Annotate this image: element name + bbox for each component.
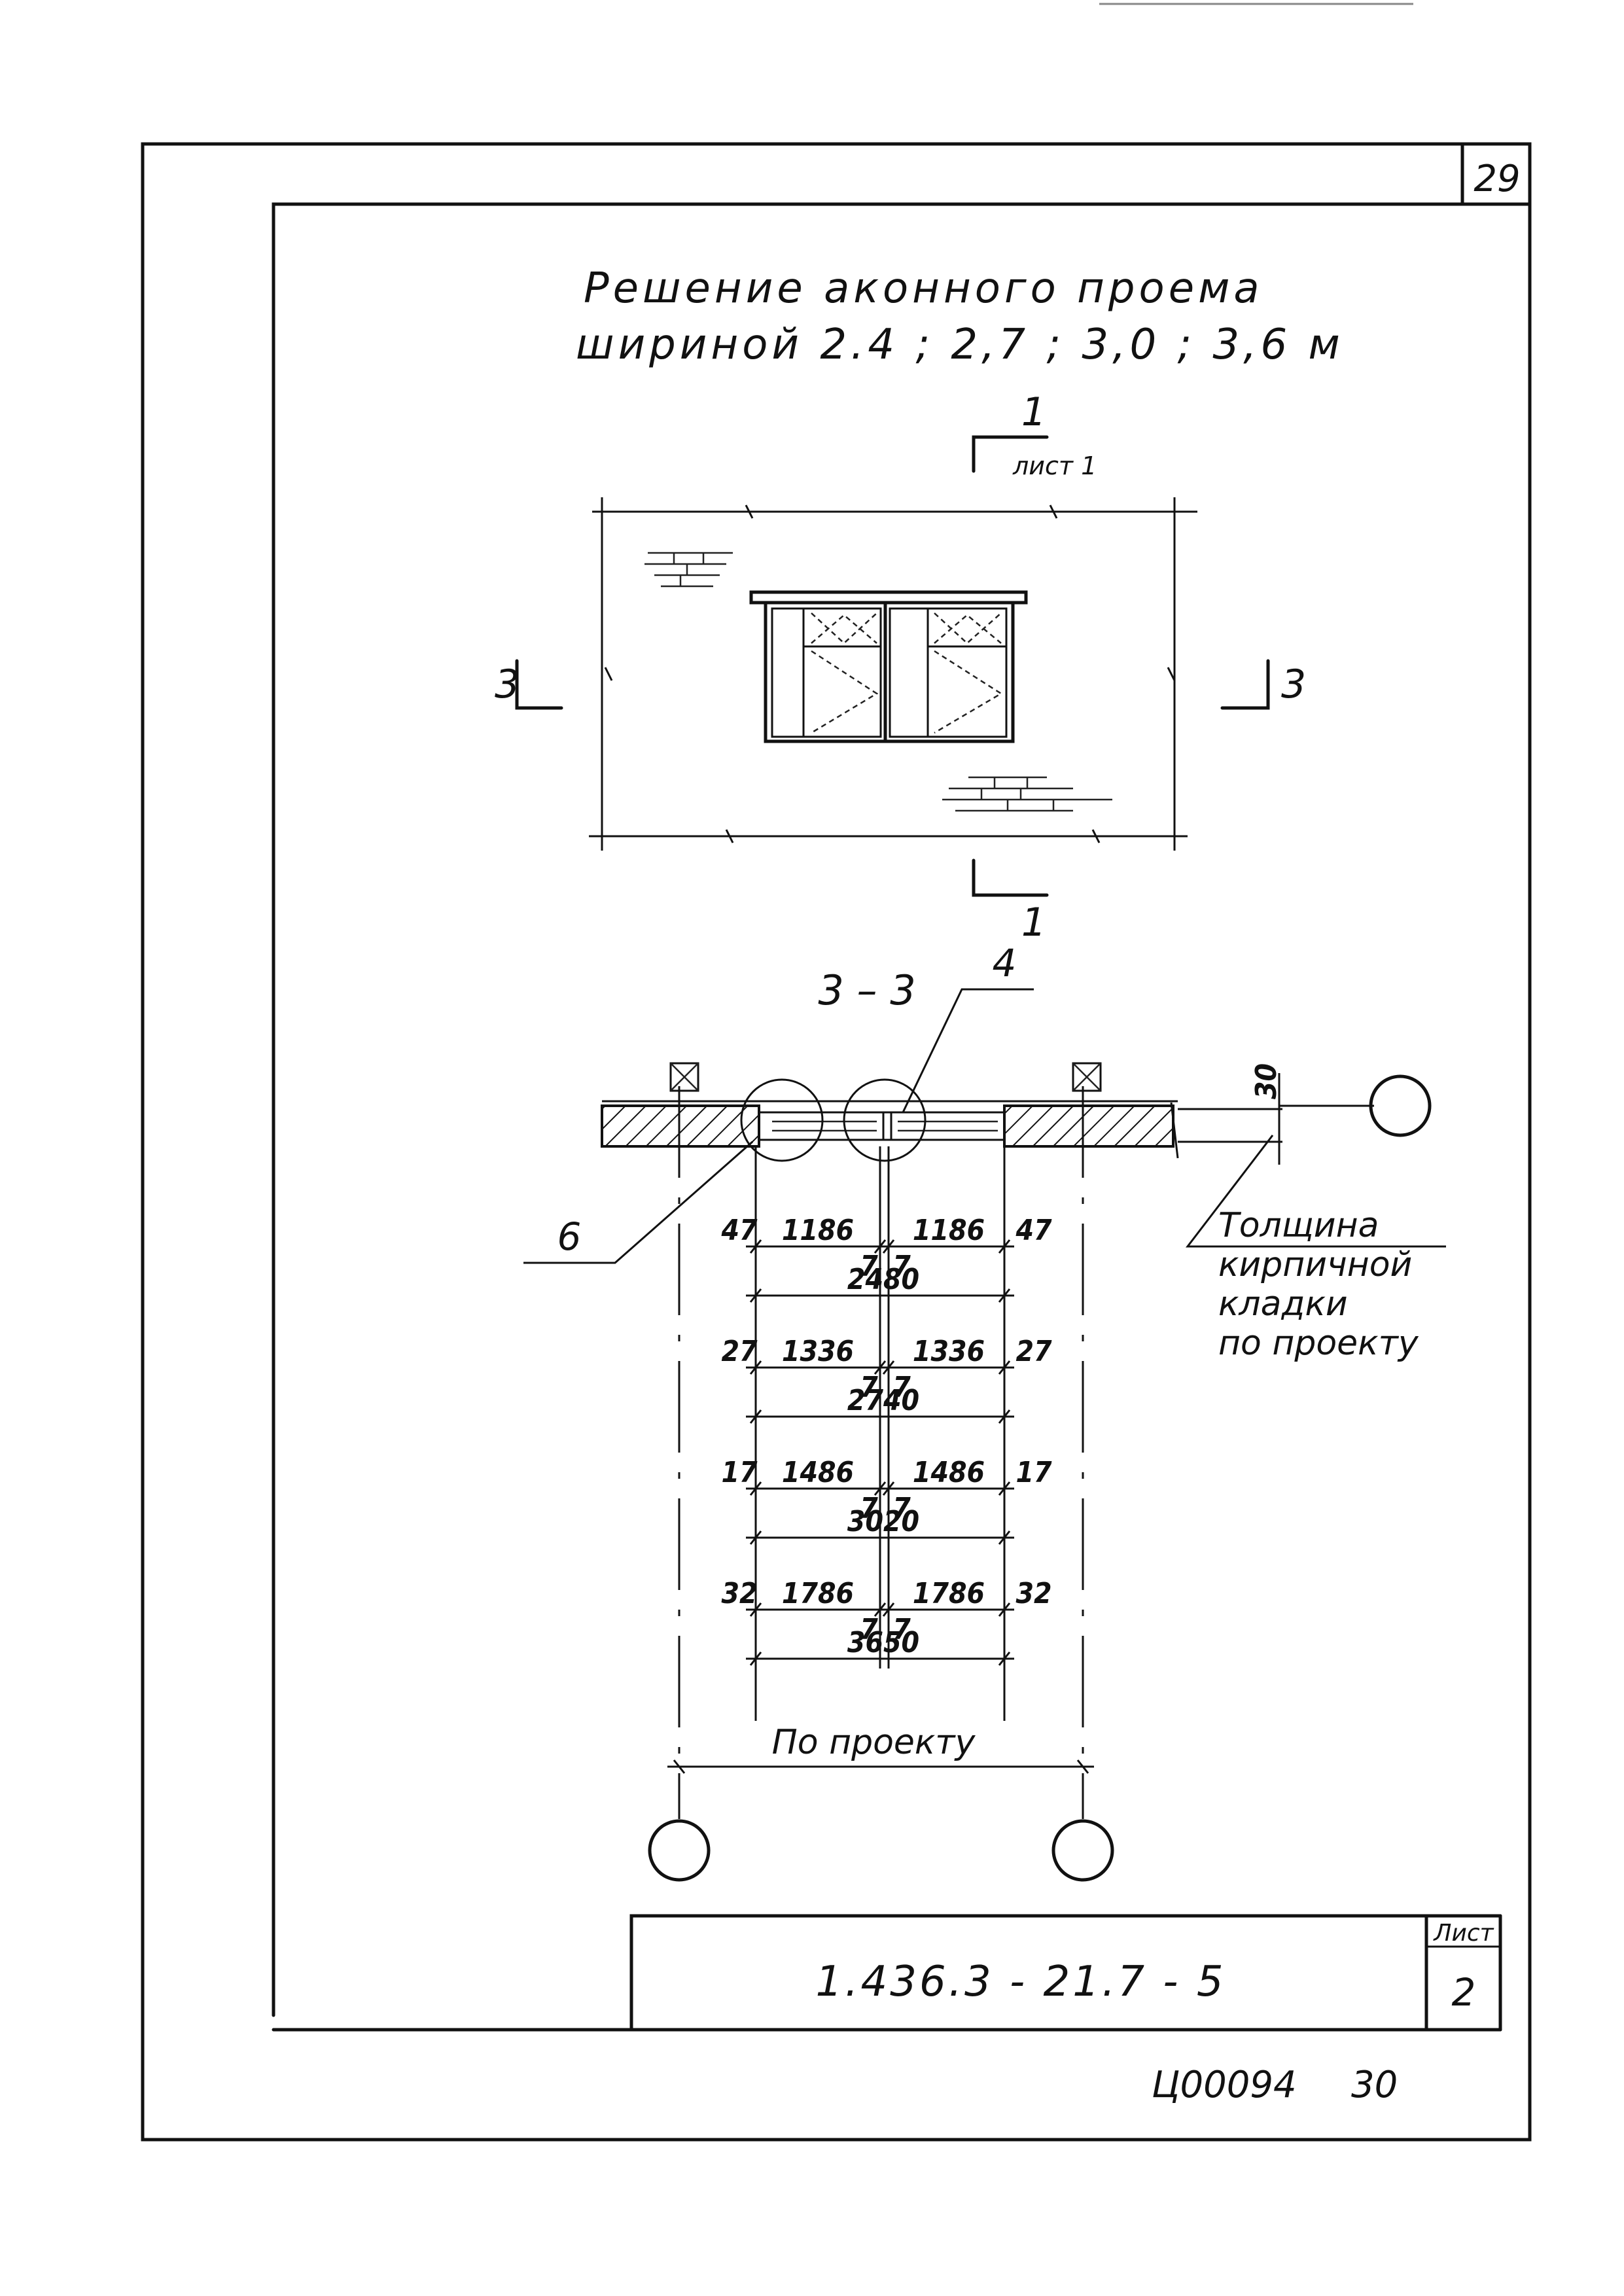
dim-tick	[749, 1409, 762, 1424]
dim-tick	[874, 1602, 887, 1617]
dim-row-gap-right: 7	[892, 1492, 911, 1525]
title-line-1: Решение аконного проема	[584, 264, 1263, 313]
column-mark-left	[669, 1062, 699, 1092]
dim-row-gap-right: 7	[892, 1371, 911, 1404]
dim-row-total-value: 2740	[847, 1384, 919, 1417]
drawing-title: Решение аконного проема шириной 2.4 ; 2,…	[576, 264, 1344, 369]
axis-bubble-left	[648, 1819, 711, 1882]
dim-tick	[998, 1409, 1011, 1424]
bottom-number: 30	[1351, 2064, 1398, 2106]
facade-elevation: 1 лист 1	[495, 389, 1306, 945]
callout-6-label: 6	[557, 1214, 582, 1259]
dim-row-right-panel-value: 1486	[913, 1456, 985, 1489]
document-code: 1.436.3 - 21.7 - 5	[815, 1958, 1226, 2006]
dim-tick	[882, 1360, 895, 1375]
dim-row-left-value: 27	[721, 1335, 758, 1368]
brick-texture-left	[644, 552, 733, 588]
dim-row-left-panel-value: 1786	[782, 1577, 854, 1610]
note-line-1: Толщина	[1218, 1206, 1379, 1245]
dim-tick	[998, 1239, 1011, 1254]
title-line-2: шириной 2.4 ; 2,7 ; 3,0 ; 3,6 м	[576, 321, 1344, 369]
dim-tick	[998, 1651, 1011, 1666]
sheet-number: 2	[1452, 1970, 1476, 2015]
dim-tick	[882, 1602, 895, 1617]
section-marker-right-label: 3	[1281, 662, 1306, 707]
section-marker-bottom-number: 1	[1021, 900, 1046, 945]
dim-row-gap-left: 7	[860, 1492, 878, 1525]
thickness-value: 30	[1250, 1063, 1283, 1099]
dim-row-total-value: 2480	[847, 1263, 919, 1296]
section-marker-right	[1220, 659, 1270, 710]
dim-row-left-value: 32	[721, 1577, 757, 1610]
dim-row-total-value: 3650	[847, 1626, 919, 1659]
title-block: 1.436.3 - 21.7 - 5 Лист 2	[272, 1914, 1502, 2032]
dim-tick	[874, 1239, 887, 1254]
inner-frame	[272, 202, 1532, 2017]
section-marker-top-ref: лист 1	[1012, 451, 1097, 480]
wall-left-hatched	[601, 1104, 760, 1148]
page-number: 29	[1474, 158, 1520, 200]
detail-circle-6	[740, 1078, 824, 1162]
section-3-3: 3 – 3 4 6 30	[523, 941, 1446, 1882]
section-marker-bottom	[972, 858, 1049, 897]
overall-dim-label: По проекту	[772, 1723, 976, 1762]
section-title: 3 – 3	[818, 966, 915, 1014]
dim-row-left-value: 47	[720, 1214, 758, 1247]
dim-row-left-panel-value: 1336	[782, 1335, 854, 1368]
section-marker-top	[972, 435, 1049, 473]
dim-tick	[998, 1360, 1011, 1375]
dim-tick	[874, 1481, 887, 1496]
dim-tick	[749, 1651, 762, 1666]
column-mark-right	[1072, 1062, 1102, 1092]
window-unit	[749, 590, 1028, 743]
dim-row-gap-left: 7	[860, 1371, 878, 1404]
axis-bubble-right-bottom	[1051, 1819, 1114, 1882]
window-frame-section	[758, 1111, 1006, 1141]
section-marker-left	[515, 659, 563, 710]
dim-row-right-panel-value: 1336	[913, 1335, 985, 1368]
callout-6-leader	[523, 1140, 753, 1264]
dim-tick	[882, 1239, 895, 1254]
dim-row-left-panel-value: 1186	[782, 1214, 854, 1247]
dim-row-total-value: 3020	[847, 1505, 919, 1538]
dim-tick	[882, 1481, 895, 1496]
dim-tick	[998, 1530, 1011, 1545]
dim-row-gap-left: 7	[860, 1250, 878, 1283]
dim-tick	[749, 1530, 762, 1545]
dim-row-right-panel-value: 1786	[913, 1577, 985, 1610]
dim-tick	[749, 1288, 762, 1303]
section-marker-top-number: 1	[1021, 389, 1046, 435]
dim-row-right-value: 32	[1015, 1577, 1051, 1610]
dim-row-gap-left: 7	[860, 1613, 878, 1646]
callout-4-label: 4	[993, 941, 1017, 985]
page-number-box: 29	[1460, 142, 1521, 206]
dim-row-right-value: 47	[1015, 1214, 1052, 1247]
detail-circle-4	[843, 1078, 927, 1162]
note-line-3: кладки	[1218, 1284, 1348, 1324]
thickness-note-leader	[1185, 1135, 1446, 1248]
axis-bubble-right	[1369, 1074, 1432, 1137]
dim-row-right-panel-value: 1186	[913, 1214, 985, 1247]
dim-tick	[998, 1481, 1011, 1496]
callout-4-leader	[902, 988, 1034, 1113]
brick-texture-right	[942, 776, 1112, 812]
dim-row-right-value: 27	[1015, 1335, 1052, 1368]
dim-row-left-value: 17	[721, 1456, 758, 1489]
dim-tick	[874, 1360, 887, 1375]
bottom-code: Ц00094	[1152, 2064, 1297, 2106]
wall-right-hatched	[1003, 1104, 1174, 1148]
note-line-4: по проекту	[1218, 1324, 1419, 1363]
outer-frame	[141, 142, 1532, 2142]
thickness-note: Толщина кирпичной кладки по проекту	[1218, 1206, 1419, 1363]
dim-row-gap-right: 7	[892, 1613, 911, 1646]
dim-row-left-panel-value: 1486	[782, 1456, 854, 1489]
note-line-2: кирпичной	[1218, 1245, 1412, 1284]
sheet-label: Лист	[1432, 1920, 1494, 1947]
dim-tick	[998, 1288, 1011, 1303]
dim-row-right-value: 17	[1015, 1456, 1052, 1489]
dim-tick	[998, 1602, 1011, 1617]
dim-row-gap-right: 7	[892, 1250, 911, 1283]
